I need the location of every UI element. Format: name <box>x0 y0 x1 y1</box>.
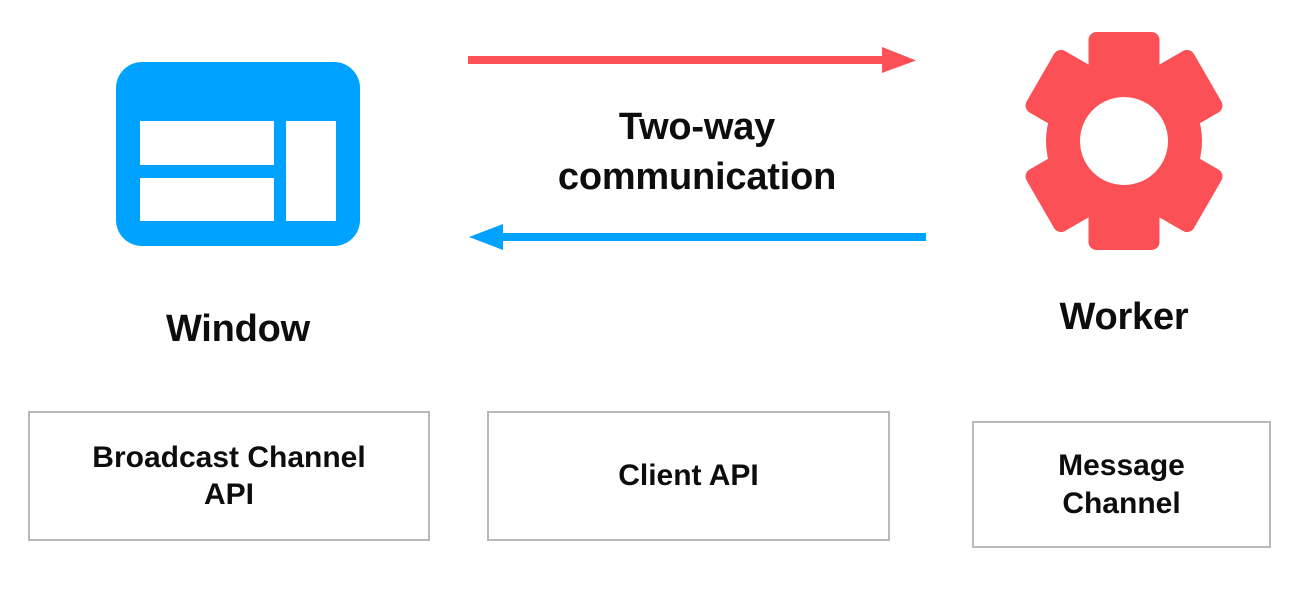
api-box-broadcast-channel-api: Broadcast Channel API <box>28 411 430 541</box>
api-box-message-channel: Message Channel <box>972 421 1271 548</box>
window-icon-pane-bottom-left <box>140 178 274 221</box>
communication-label-line1: Two-way <box>618 106 776 148</box>
node-label-worker: Worker <box>1059 296 1189 338</box>
api-box-line1: Broadcast Channel <box>92 440 366 474</box>
arrow-window-to-worker <box>468 47 916 73</box>
api-box-line1: Message <box>1058 449 1185 482</box>
api-box-line2: Channel <box>1062 486 1181 520</box>
api-box-line1: Client API <box>618 459 759 493</box>
api-box-broadcast-channel-api-label: Broadcast Channel API <box>92 439 365 514</box>
window-icon-pane-top-left <box>140 121 274 165</box>
api-box-client-api: Client API <box>487 411 890 541</box>
arrow-worker-to-window <box>469 224 926 250</box>
communication-label-line2: communication <box>557 156 837 199</box>
api-box-message-channel-label: Message Channel <box>1058 447 1185 522</box>
api-box-client-api-label: Client API <box>618 457 759 495</box>
two-way-communication-label: Two-way communication <box>497 102 897 202</box>
browser-window-icon <box>116 62 360 246</box>
node-label-window: Window <box>165 308 311 350</box>
window-icon-pane-right <box>286 121 336 221</box>
api-box-line2: API <box>203 478 254 511</box>
gear-icon <box>1018 28 1230 254</box>
two-way-arrows <box>468 47 926 250</box>
